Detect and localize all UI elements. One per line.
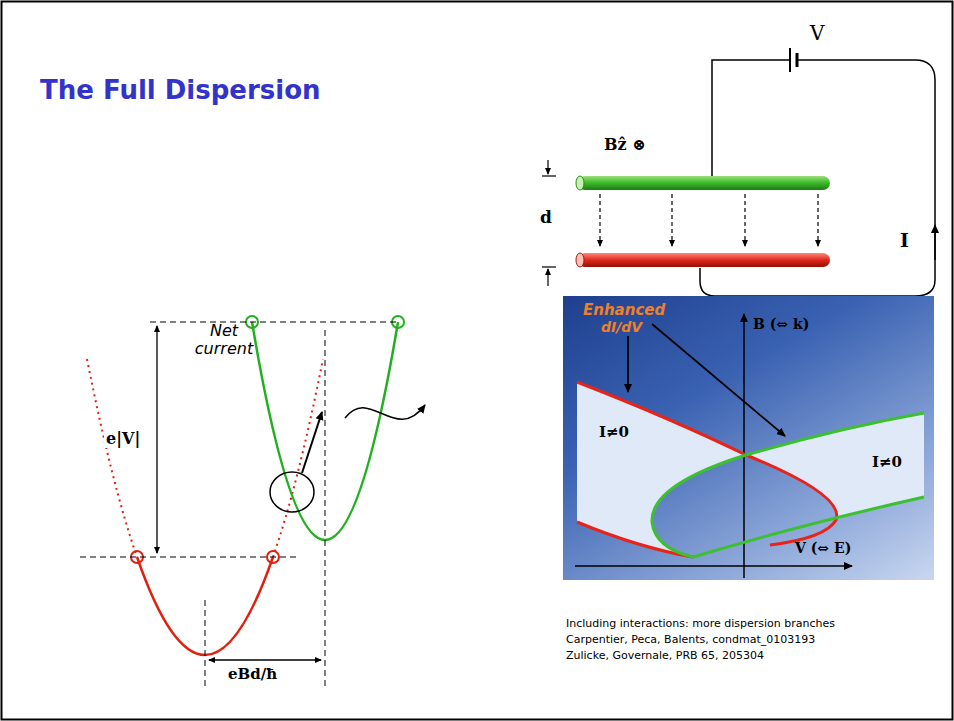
energy-label: e|V|	[104, 430, 142, 448]
dimension-label: d	[540, 208, 552, 228]
battery-plate	[789, 48, 791, 72]
region-label: I≠0	[599, 424, 629, 441]
reference-note: Including interactions: more dispersion …	[566, 618, 835, 631]
dispersion-curves	[87, 322, 398, 655]
current-label: I	[900, 230, 909, 252]
slide-title: The Full Dispersion	[40, 76, 321, 106]
voltage-label: V	[810, 22, 824, 45]
axis-label: V (⇔ E)	[795, 540, 851, 556]
momentum-shift-label: eBd/ħ	[228, 666, 277, 683]
highlight-label: dI/dV	[601, 319, 642, 335]
tunneling-arrows	[600, 194, 818, 246]
dispersion-branches	[577, 382, 924, 557]
crossing-circle	[270, 472, 314, 512]
wire-end	[576, 253, 584, 267]
axis-label: B (⇔ k)	[753, 316, 809, 332]
wavy-arrow	[345, 405, 425, 419]
battery-plate	[796, 53, 799, 67]
wire-end	[576, 176, 584, 190]
callout-arrow	[302, 412, 322, 473]
region-label: I≠0	[872, 454, 902, 471]
red-wire	[578, 253, 830, 267]
axis	[575, 565, 852, 567]
current-region	[577, 382, 746, 557]
reference-note: Carpentier, Peca, Balents, condmat_01031…	[566, 634, 815, 647]
plot-panel: EnhanceddI/dVB (⇔ k)I≠0I≠0V (⇔ E)	[563, 296, 934, 580]
callout-arrow	[652, 324, 785, 436]
highlight-label: Enhanced	[583, 302, 665, 319]
guide-lines	[80, 322, 398, 690]
ebd-arrow	[209, 659, 321, 660]
axis	[743, 314, 745, 578]
ev-arrow	[156, 326, 157, 553]
reference-note: Zulicke, Governale, PRB 65, 205304	[566, 650, 764, 663]
callout-note: Net current	[186, 322, 262, 359]
fermi-points	[131, 316, 404, 563]
field-label: Bẑ ⊗	[604, 136, 646, 154]
callout-arrow	[627, 336, 629, 392]
green-wire	[578, 176, 830, 190]
